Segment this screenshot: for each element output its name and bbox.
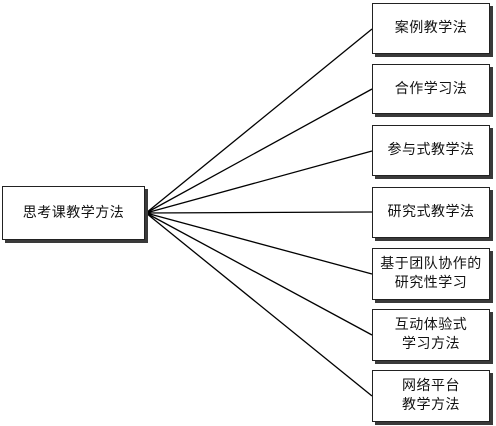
connector-line-7: [145, 212, 373, 397]
branch-node-label: 研究式教学法: [387, 204, 475, 220]
branch-node-cooperative-learning: 合作学习法: [372, 64, 490, 114]
branch-node-interactive-experience: 互动体验式 学习方法: [372, 309, 490, 361]
connector-line-4: [145, 211, 373, 214]
connector-line-2: [145, 88, 373, 214]
branch-node-label: 合作学习法: [394, 80, 468, 97]
connector-line-3: [145, 150, 373, 214]
branch-node-label: 网络平台 教学方法: [402, 378, 460, 413]
branch-node-label: 参与式教学法: [387, 142, 475, 158]
branch-node-label: 基于团队协作的 研究性学习: [380, 256, 482, 291]
root-node: 思考课教学方法: [2, 186, 145, 240]
connector-line-1: [145, 28, 373, 214]
branch-node-online-platform: 网络平台 教学方法: [372, 370, 490, 422]
root-node-label: 思考课教学方法: [22, 204, 125, 221]
connector-line-6: [145, 212, 373, 336]
connector-line-5: [145, 212, 373, 275]
branch-node-case-teaching: 案例教学法: [372, 3, 490, 54]
branch-node-research-teaching: 研究式教学法: [372, 187, 490, 238]
branch-node-label: 案例教学法: [394, 20, 468, 36]
branch-node-label: 互动体验式 学习方法: [394, 317, 468, 352]
branch-node-participatory-teaching: 参与式教学法: [372, 125, 490, 176]
branch-node-team-research-learning: 基于团队协作的 研究性学习: [372, 248, 490, 300]
